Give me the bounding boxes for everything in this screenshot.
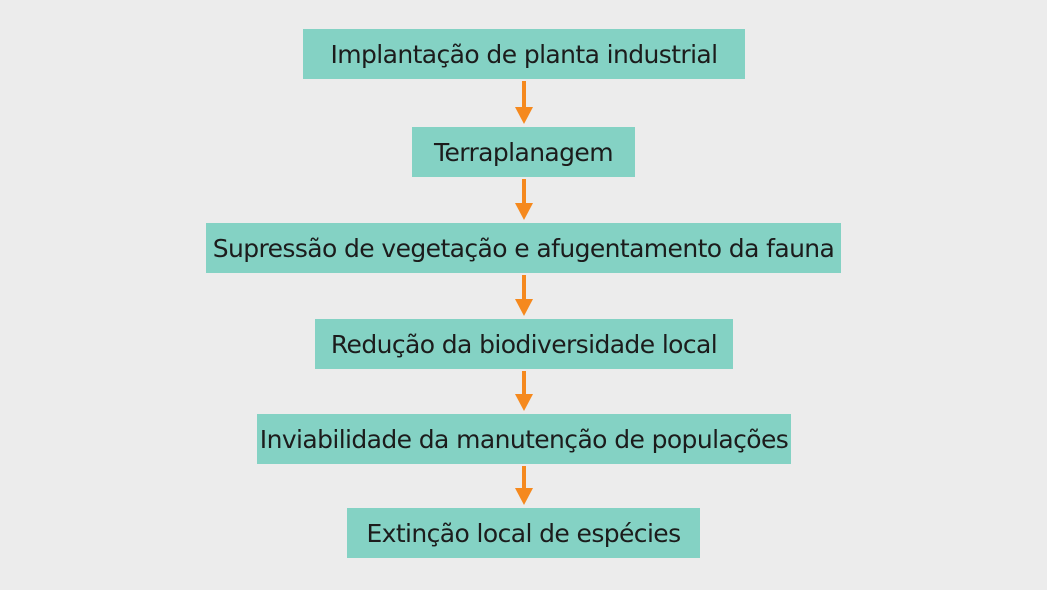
flow-step-supressao: Supressão de vegetação e afugentamento d… (206, 223, 841, 273)
flow-step-label: Extinção local de espécies (366, 519, 680, 548)
arrow-down-icon (512, 369, 536, 414)
flow-step-terraplanagem: Terraplanagem (412, 127, 635, 177)
flow-step-label: Implantação de planta industrial (330, 40, 717, 69)
flow-step-inviabilidade: Inviabilidade da manutenção de populaçõe… (257, 414, 791, 464)
flow-step-implantacao: Implantação de planta industrial (303, 29, 745, 79)
arrow-down-icon (512, 273, 536, 319)
flow-step-label: Redução da biodiversidade local (331, 330, 717, 359)
arrow-down-icon (512, 177, 536, 223)
flow-step-label: Inviabilidade da manutenção de populaçõe… (260, 425, 788, 454)
flow-step-extincao: Extinção local de espécies (347, 508, 700, 558)
flow-step-label: Terraplanagem (434, 138, 613, 167)
flow-step-label: Supressão de vegetação e afugentamento d… (213, 234, 835, 263)
arrow-down-icon (512, 79, 536, 127)
arrow-down-icon (512, 464, 536, 508)
flow-step-reducao: Redução da biodiversidade local (315, 319, 733, 369)
